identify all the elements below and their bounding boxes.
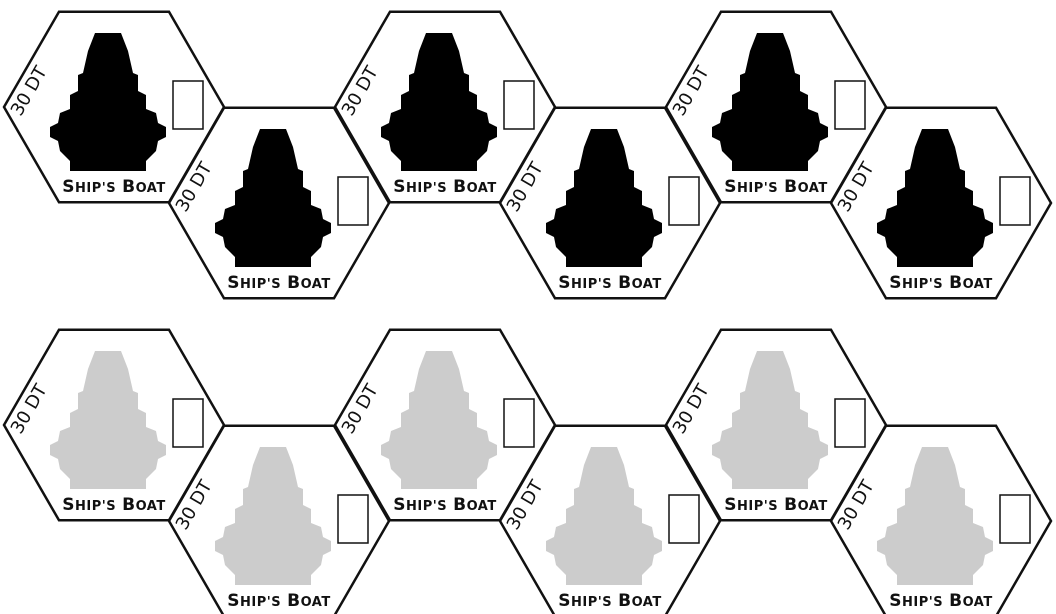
- status-box[interactable]: [503, 80, 535, 130]
- ship-silhouette-icon: [381, 33, 497, 171]
- ship-silhouette-icon: [712, 351, 828, 489]
- ship-silhouette-icon: [50, 351, 166, 489]
- ship-silhouette-icon: [381, 351, 497, 489]
- ship-silhouette-icon: [877, 129, 993, 267]
- ship-silhouette-icon: [546, 447, 662, 585]
- status-box[interactable]: [999, 494, 1031, 544]
- status-box[interactable]: [999, 176, 1031, 226]
- status-box[interactable]: [834, 80, 866, 130]
- status-box[interactable]: [172, 398, 204, 448]
- status-box[interactable]: [337, 176, 369, 226]
- status-box[interactable]: [337, 494, 369, 544]
- status-box[interactable]: [172, 80, 204, 130]
- ship-silhouette-icon: [546, 129, 662, 267]
- ship-silhouette-icon: [215, 447, 331, 585]
- status-box[interactable]: [834, 398, 866, 448]
- status-box[interactable]: [503, 398, 535, 448]
- ship-silhouette-icon: [877, 447, 993, 585]
- ship-silhouette-icon: [50, 33, 166, 171]
- ship-silhouette-icon: [215, 129, 331, 267]
- status-box[interactable]: [668, 494, 700, 544]
- status-box[interactable]: [668, 176, 700, 226]
- ship-silhouette-icon: [712, 33, 828, 171]
